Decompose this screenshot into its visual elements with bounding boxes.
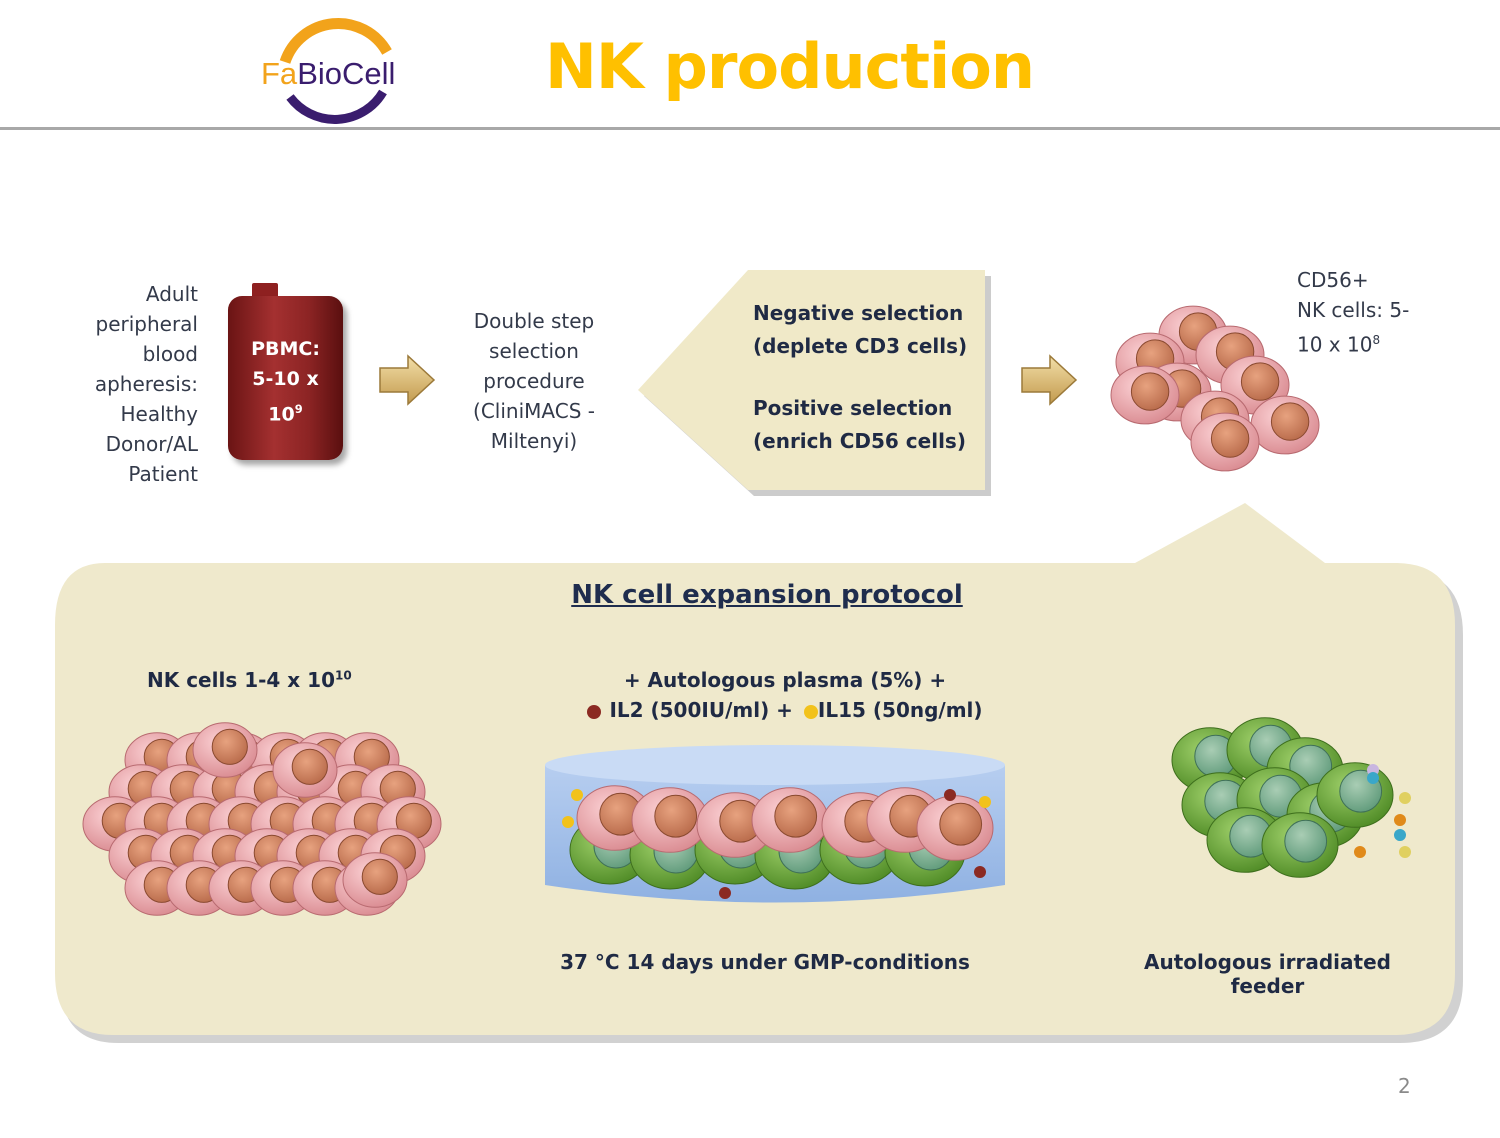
cytokine-dot [1399,846,1411,858]
pbmc-line: 5-10 x [252,368,319,390]
culture-dish [545,745,1005,903]
cd56-nk-cells-cluster [1110,305,1320,472]
bag-cap [252,283,278,298]
result-line: CD56+ [1297,268,1369,292]
source-line: Donor/AL [105,432,198,456]
output-label: NK cells 1-4 x 1010 [147,668,352,692]
nk-cell [342,852,408,908]
nk-cell [631,787,709,853]
page-title: NK production [545,30,1035,103]
il2-label: IL2 (500IU/ml) + [609,698,793,722]
arrow-right-icon [379,355,435,405]
pbmc-bag-icon [228,296,343,460]
source-line: blood [142,342,198,366]
logo-fa: Fa [261,56,298,91]
source-line: Patient [128,462,198,486]
source-line: apheresis: [94,372,198,396]
pbmc-label: PBMC: 5-10 x 109 [228,334,343,429]
positive-detail: (enrich CD56 cells) [753,429,966,453]
cytokine-dot [1399,792,1411,804]
positive-title: Positive selection [753,396,953,420]
media-line2: IL2 (500IU/ml) + IL15 (50ng/ml) [485,698,1085,722]
logo-biocell: BioCell [297,56,396,91]
procedure-line: (CliniMACS - [473,399,595,423]
result-exp: 8 [1372,333,1381,347]
header-divider [0,127,1500,130]
pbmc-line: 109 [228,394,343,429]
feeder-label: Autologous irradiated feeder [1144,950,1391,998]
pbmc-exp: 9 [294,402,303,416]
pbmc-line: PBMC: [251,338,320,360]
output-count: NK cells 1-4 x 10 [147,668,335,692]
il15-label: IL15 (50ng/ml) [817,698,983,722]
feeder-cells-cluster [1171,717,1411,878]
nk-cell [576,785,654,851]
positive-selection: Positive selection (enrich CD56 cells) [753,392,966,458]
nk-cell [1250,395,1320,455]
selection-callout [638,270,991,496]
nk-cell [916,795,994,861]
il15-dot-icon [803,704,818,719]
nk-cell [751,787,829,853]
procedure-line: Miltenyi) [490,429,578,453]
cytokine-dot [1354,846,1366,858]
procedure-line: selection [489,339,579,363]
cd56-description: CD56+ NK cells: 5- 10 x 108 [1297,265,1447,360]
nk-cell [1190,412,1260,472]
page-number: 2 [1398,1074,1411,1098]
il2-dot [719,887,731,899]
negative-selection: Negative selection (deplete CD3 cells) [753,297,967,363]
expansion-title: NK cell expansion protocol [571,580,963,610]
source-line: Adult [145,282,198,306]
feeder-cell [1261,812,1339,878]
negative-title: Negative selection [753,301,964,325]
cytokine-dot [1394,829,1406,841]
expanded-nk-cells-cluster [82,722,442,916]
result-count: 10 x 10 [1297,332,1373,357]
source-line: peripheral [95,312,199,336]
il2-dot-icon [587,704,602,719]
cytokine-dot [1367,772,1379,784]
result-line: 10 x 108 [1297,325,1447,360]
procedure-line: procedure [483,369,585,393]
media-line1: + Autologous plasma (5%) + [623,668,947,692]
conditions-label: 37 °C 14 days under GMP-conditions [560,950,970,974]
il2-dot [974,866,986,878]
source-description: Adult peripheral blood apheresis: Health… [60,279,198,489]
nk-cell [1110,365,1180,425]
il15-dot [979,796,991,808]
logo-arcs [279,18,392,124]
pbmc-count: 10 [268,403,295,426]
source-line: Healthy [120,402,198,426]
procedure-line: Double step [473,309,595,333]
nk-cell [192,722,258,778]
il2-dot [944,789,956,801]
il15-dot [562,816,574,828]
procedure-description: Double step selection procedure (CliniMA… [444,306,624,456]
fabiocell-logo: FaBioCell [255,12,425,127]
negative-detail: (deplete CD3 cells) [753,334,968,358]
result-line: NK cells: 5- [1297,298,1410,322]
arrow-right-icon [1021,355,1077,405]
feeder-cell [1316,762,1394,828]
cytokine-dot [1394,814,1406,826]
nk-cell [272,742,338,798]
il15-dot [571,789,583,801]
output-exp: 10 [335,668,352,683]
